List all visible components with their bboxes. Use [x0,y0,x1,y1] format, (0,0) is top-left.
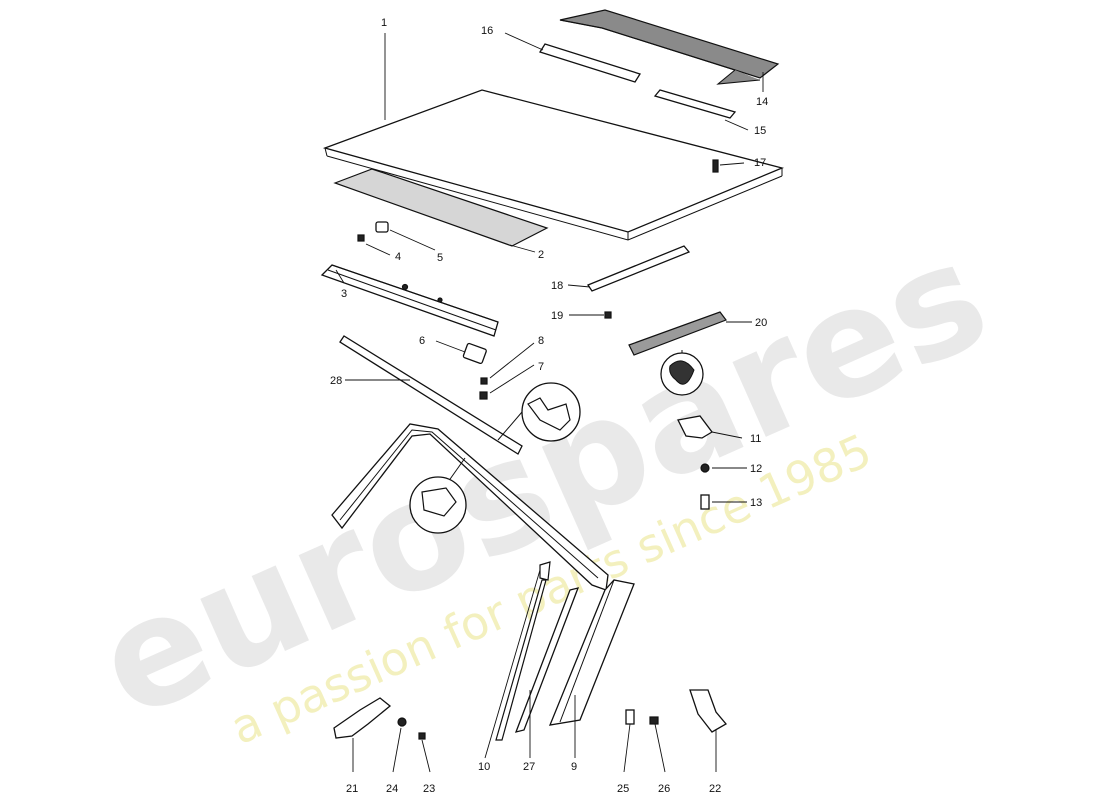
roof-panel [322,89,785,241]
callout-24: 24 [386,783,398,795]
callout-20: 20 [755,317,767,329]
callout-26: 26 [658,783,670,795]
seal-20-detail [660,350,704,396]
b-pillar-seal-9 [548,579,635,726]
callout-10: 10 [478,761,490,773]
screw-4 [357,234,365,242]
door-frame-arch-detail [409,457,467,534]
roof-liner-mat [333,168,549,247]
callout-16: 16 [481,25,493,37]
lock-6 [462,342,487,365]
clip-5 [375,221,389,233]
callout-11: 11 [750,433,761,445]
callout-3: 3 [341,288,347,300]
channel-10 [495,561,551,741]
trim-strip-16 [539,43,641,83]
callout-25: 25 [617,783,629,795]
bolt-13 [700,494,710,510]
callout-15: 15 [754,125,766,137]
nut-24 [397,717,407,727]
callout-13: 13 [750,497,762,509]
callout-labels: 1 2 3 4 5 6 7 8 9 10 11 12 13 14 15 16 1… [330,17,768,795]
callout-6: 6 [419,335,425,347]
callout-7: 7 [538,361,544,373]
rear-window-seal [559,9,780,85]
callout-21: 21 [346,783,358,795]
callout-9: 9 [571,761,577,773]
callout-23: 23 [423,783,435,795]
latch-22 [689,689,727,733]
trim-strip-15 [653,89,737,119]
callout-18: 18 [551,280,563,292]
callout-5: 5 [437,252,443,264]
callout-28: 28 [330,375,342,387]
callout-1: 1 [381,17,387,29]
screw-19 [604,311,612,319]
bracket-11 [677,415,713,439]
screw-17 [712,159,719,173]
screw-23 [418,732,426,740]
callout-4: 4 [395,251,401,263]
callout-22: 22 [709,783,721,795]
seal-strip-28-detail [497,382,581,442]
nut-12 [700,463,710,473]
callout-14: 14 [756,96,768,108]
leader-lines [335,32,764,773]
bolt-25 [625,709,635,725]
channel-seal-27 [514,587,580,733]
hinge-21 [333,697,392,739]
nut-7 [479,391,488,400]
callout-19: 19 [551,310,563,322]
seal-strip-28 [339,335,523,455]
callout-27: 27 [523,761,535,773]
screw-8 [480,377,488,385]
callout-8: 8 [538,335,544,347]
callout-2: 2 [538,249,544,261]
door-frame-arch [331,423,609,591]
callout-12: 12 [750,463,762,475]
callout-17: 17 [754,157,766,169]
drip-strip-18 [587,245,691,292]
seal-20 [628,311,727,356]
roof-frame-rail [320,264,499,337]
nut-26 [649,716,659,725]
